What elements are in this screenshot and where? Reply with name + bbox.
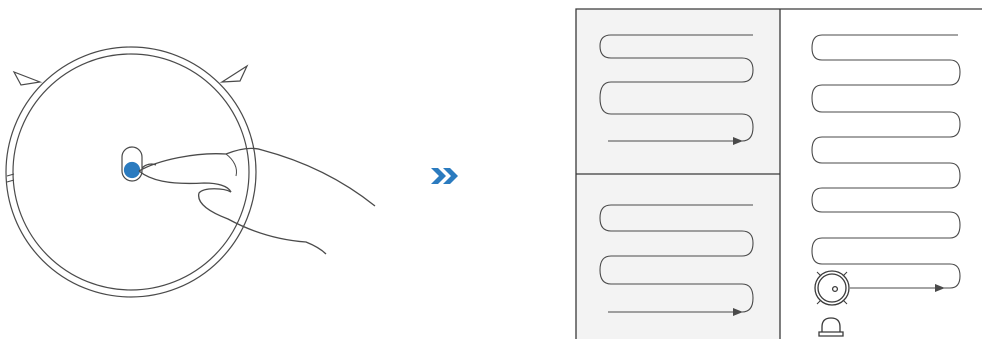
finger-icon: [138, 147, 376, 255]
robot-vacuum-icon: [814, 270, 850, 306]
cleaning-path-top-left: [599, 34, 754, 145]
cleaning-path-bottom-left: [599, 204, 754, 316]
left-side-brush-icon: [12, 70, 43, 86]
power-button-icon: [121, 146, 143, 182]
robot-vacuum-illustration: [5, 46, 376, 298]
cleaning-map: [575, 8, 982, 339]
charging-dock-icon: [818, 317, 844, 337]
room-top-left: [576, 9, 780, 174]
right-side-brush-icon: [219, 64, 249, 83]
next-step-arrow-icon: [431, 168, 458, 184]
robot-body-inner: [12, 53, 250, 291]
cleaning-path-right: [811, 34, 961, 292]
room-walls: [575, 8, 982, 339]
